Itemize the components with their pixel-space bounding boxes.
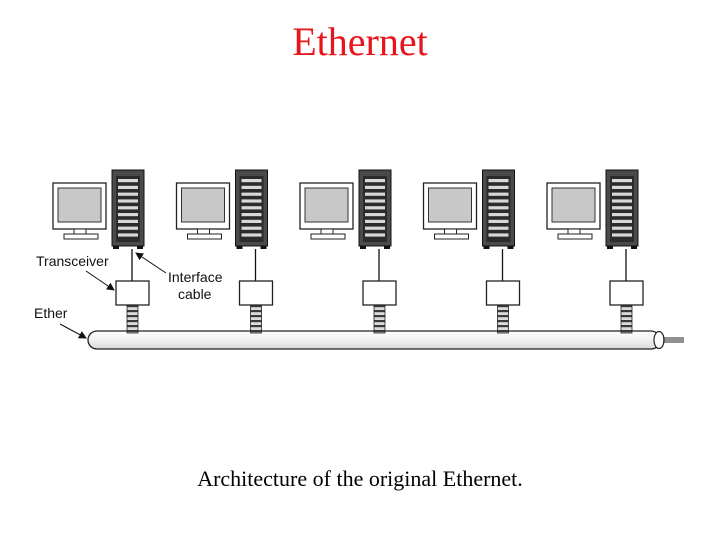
vampire-tap — [126, 304, 139, 334]
computer-tower-icon — [235, 169, 268, 249]
monitor-icon — [299, 182, 354, 240]
interface-label-line2: cable — [178, 286, 212, 302]
station — [422, 169, 521, 334]
transceiver-box — [115, 280, 150, 306]
ether-label: Ether — [34, 305, 68, 321]
transceiver-label: Transceiver — [36, 253, 109, 269]
ether-cable — [87, 330, 684, 350]
monitor-icon — [175, 182, 231, 240]
vampire-tap — [497, 304, 509, 334]
monitor-icon — [546, 182, 601, 240]
caption: Architecture of the original Ethernet. — [197, 466, 523, 491]
vampire-tap — [373, 304, 386, 334]
transceiver-arrow — [85, 270, 115, 291]
computer-tower-icon — [111, 169, 145, 249]
slide-title: Ethernet — [292, 19, 428, 64]
transceiver-box — [362, 280, 397, 306]
vampire-tap — [250, 304, 262, 334]
station — [52, 169, 150, 334]
monitor-icon — [52, 182, 107, 240]
station — [299, 169, 397, 334]
computer-tower-icon — [358, 169, 392, 249]
ether-arrow — [59, 323, 87, 339]
transceiver-box — [238, 280, 274, 306]
station — [175, 169, 274, 334]
computer-tower-icon — [482, 169, 515, 249]
vampire-tap — [620, 304, 633, 334]
interface-arrow — [135, 252, 167, 274]
computer-tower-icon — [605, 169, 639, 249]
interface-label-line1: Interface — [168, 269, 223, 285]
transceiver-box — [609, 280, 644, 306]
transceiver-box — [485, 280, 521, 306]
monitor-icon — [422, 182, 478, 240]
station — [546, 169, 644, 334]
